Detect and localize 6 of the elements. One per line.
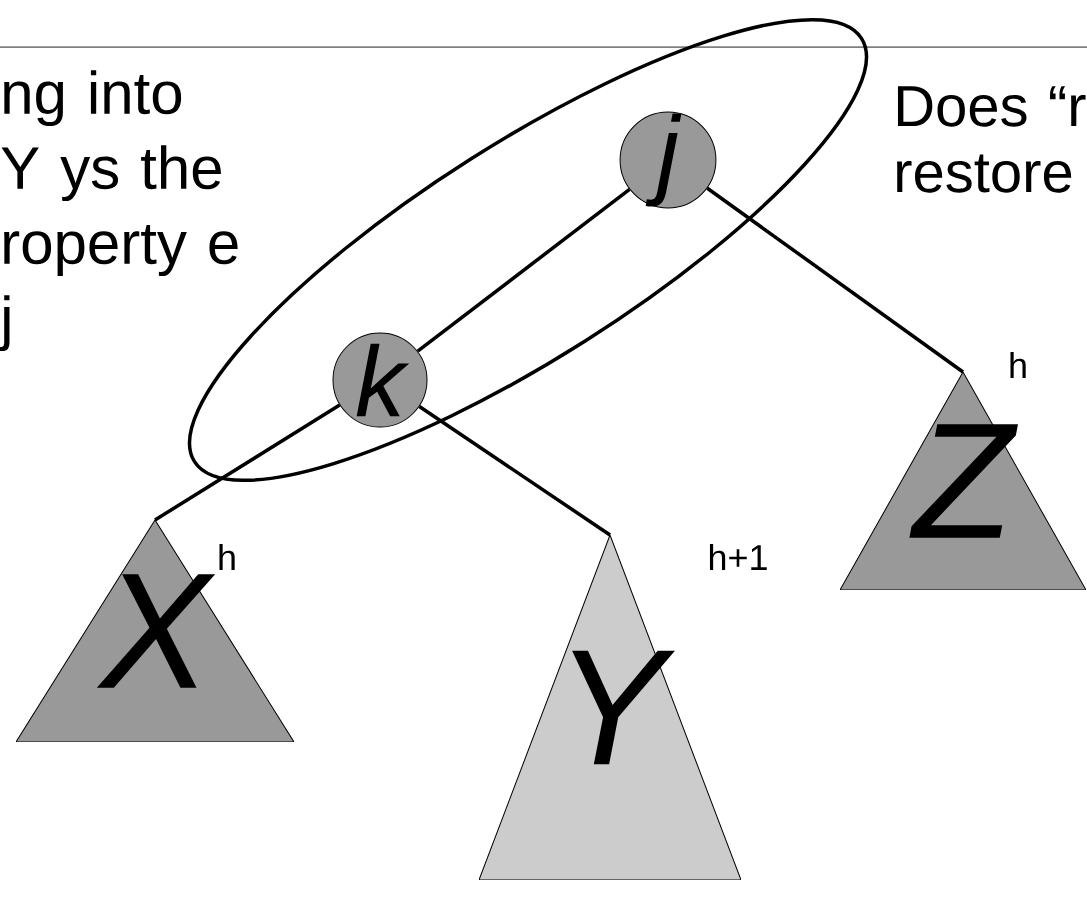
tree-edge (416, 188, 631, 353)
height-label: h (219, 543, 235, 571)
tree-edge (706, 186, 965, 374)
tree-edge (154, 403, 341, 522)
slide-text: Does “r restore (897, 86, 1086, 193)
tree-edge (418, 405, 611, 537)
